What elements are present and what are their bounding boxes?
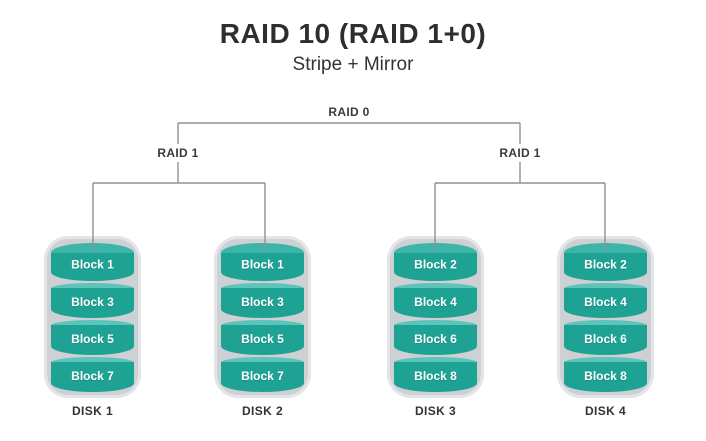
disk-2-blocks: Block 1 Block 3 Block 5 Block 7	[221, 243, 304, 392]
block: Block 3	[51, 283, 134, 318]
raid1-left-label: RAID 1	[157, 146, 199, 160]
block-label: Block 7	[241, 368, 284, 383]
disk-cylinder-3: Block 2 Block 4 Block 6 Block 8	[387, 236, 484, 398]
block: Block 6	[394, 320, 477, 355]
block: Block 5	[221, 320, 304, 355]
disk-label-4: DISK 4	[584, 404, 627, 418]
block-label: Block 5	[71, 331, 114, 346]
page-title: RAID 10 (RAID 1+0)	[219, 18, 487, 49]
disk-cylinder-4: Block 2 Block 4 Block 6 Block 8	[557, 236, 654, 398]
block-label: Block 4	[414, 294, 457, 309]
page-subtitle: Stripe + Mirror	[292, 54, 414, 75]
block-label: Block 3	[241, 294, 284, 309]
block: Block 4	[394, 283, 477, 318]
disk-cylinder-2: Block 1 Block 3 Block 5 Block 7	[214, 236, 311, 398]
raid1-right-label: RAID 1	[499, 146, 541, 160]
disk-3-blocks: Block 2 Block 4 Block 6 Block 8	[394, 243, 477, 392]
block: Block 6	[564, 320, 647, 355]
raid0-label: RAID 0	[328, 105, 370, 119]
disk-1-blocks: Block 1 Block 3 Block 5 Block 7	[51, 243, 134, 392]
block: Block 8	[394, 357, 477, 392]
block-label: Block 4	[584, 294, 627, 309]
block-label: Block 5	[241, 331, 284, 346]
block: Block 7	[221, 357, 304, 392]
block: Block 5	[51, 320, 134, 355]
block-label: Block 8	[584, 368, 627, 383]
block-label: Block 6	[584, 331, 627, 346]
block-label: Block 1	[241, 257, 284, 272]
block: Block 4	[564, 283, 647, 318]
block-label: Block 7	[71, 368, 114, 383]
block-label: Block 3	[71, 294, 114, 309]
block: Block 3	[221, 283, 304, 318]
block-label: Block 6	[414, 331, 457, 346]
block-label: Block 8	[414, 368, 457, 383]
block: Block 8	[564, 357, 647, 392]
block-label: Block 2	[414, 257, 457, 272]
block: Block 1	[221, 243, 304, 281]
block: Block 2	[564, 243, 647, 281]
block: Block 7	[51, 357, 134, 392]
disk-label-3: DISK 3	[414, 404, 457, 418]
block-label: Block 2	[584, 257, 627, 272]
block: Block 2	[394, 243, 477, 281]
block-label: Block 1	[71, 257, 114, 272]
block: Block 1	[51, 243, 134, 281]
disk-4-blocks: Block 2 Block 4 Block 6 Block 8	[564, 243, 647, 392]
disk-label-1: DISK 1	[71, 404, 114, 418]
disk-cylinder-1: Block 1 Block 3 Block 5 Block 7	[44, 236, 141, 398]
disk-label-2: DISK 2	[241, 404, 284, 418]
